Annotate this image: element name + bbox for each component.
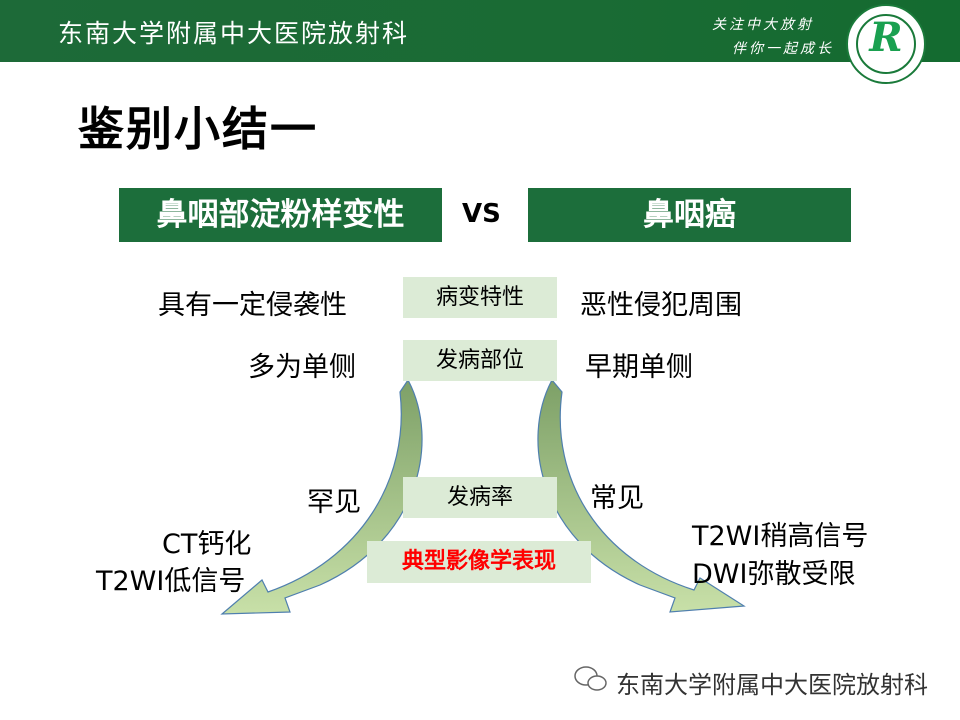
left-imaging-1: CT钙化 <box>162 529 252 560</box>
right-disease-box: 鼻咽癌 <box>528 188 851 242</box>
imaging-label: 典型影像学表现 <box>367 541 591 583</box>
slide-title: 鉴别小结一 <box>78 102 318 156</box>
right-characteristics: 恶性侵犯周围 <box>580 290 742 321</box>
left-location: 多为单侧 <box>248 352 356 383</box>
row-label-location: 发病部位 <box>403 340 557 381</box>
header-title: 东南大学附属中大医院放射科 <box>58 19 410 48</box>
right-curved-arrow <box>537 378 746 613</box>
right-imaging-2: DWI弥散受限 <box>692 559 856 590</box>
hospital-logo: R <box>846 4 926 84</box>
vs-label: VS <box>462 199 501 229</box>
right-imaging-1: T2WI稍高信号 <box>692 521 869 552</box>
row-label-incidence: 发病率 <box>403 477 557 518</box>
left-disease-box: 鼻咽部淀粉样变性 <box>119 188 442 242</box>
row-label-characteristics: 病变特性 <box>403 277 557 318</box>
right-location: 早期单侧 <box>585 352 693 383</box>
footer-watermark: 东南大学附属中大医院放射科 <box>616 671 928 699</box>
wechat-icon <box>574 666 607 691</box>
logo-letter: R <box>869 14 903 61</box>
header-bar: 东南大学附属中大医院放射科 关注中大放射 伴你一起成长 R <box>0 0 960 84</box>
left-characteristics: 具有一定侵袭性 <box>158 290 347 321</box>
slogan-line1: 关注中大放射 <box>712 17 814 33</box>
slogan-line2: 伴你一起成长 <box>732 41 834 57</box>
left-incidence: 罕见 <box>307 487 361 518</box>
left-curved-arrow <box>220 378 423 615</box>
right-incidence: 常见 <box>590 483 644 514</box>
left-imaging-2: T2WI低信号 <box>96 566 246 597</box>
